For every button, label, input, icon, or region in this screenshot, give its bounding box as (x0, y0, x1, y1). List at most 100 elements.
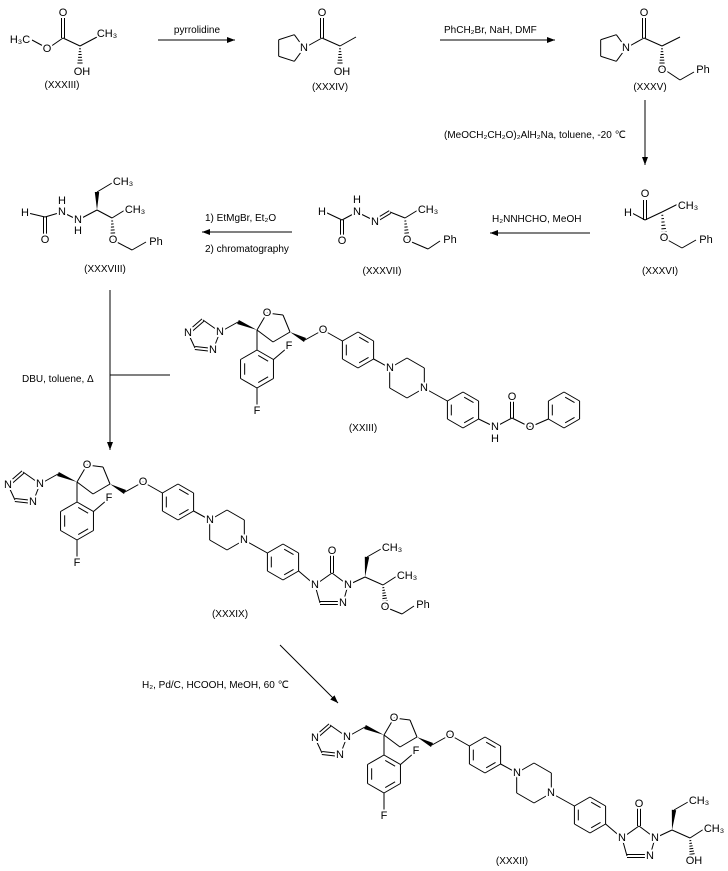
compound-label-xxxiii: (XXXIII) (44, 80, 79, 91)
atom-label-ch3: CH₃ (382, 542, 402, 554)
bond (671, 829, 691, 839)
atom-label-h3c: H₃C (10, 34, 30, 46)
bond (516, 762, 535, 774)
bond (124, 481, 144, 493)
bond (31, 39, 46, 48)
bond (60, 501, 78, 512)
bond (383, 734, 401, 748)
bond (384, 606, 403, 615)
bond (511, 417, 531, 428)
bond (364, 576, 384, 586)
bond (209, 509, 228, 521)
atom-label-n: N (4, 479, 12, 491)
atom-label-n: N (29, 496, 37, 508)
reagent-step6: DBU, toluene, Δ (22, 374, 94, 385)
atom-label-f: F (381, 810, 388, 822)
arrow-step7 (279, 644, 339, 704)
atom-label-o: O (109, 234, 118, 246)
atom-label-o: O (640, 7, 649, 19)
bond (484, 736, 501, 747)
bond (162, 510, 179, 521)
hash-bond (404, 232, 409, 234)
atom-label-ch3: CH₃ (689, 795, 709, 807)
bond (39, 473, 59, 485)
atom-label-n: N (622, 42, 630, 54)
atom-label-h: H (491, 433, 499, 445)
bond (462, 418, 479, 429)
bond (600, 34, 617, 41)
atom-label-f: F (413, 745, 420, 757)
bond (96, 182, 113, 193)
bond (661, 67, 681, 81)
atom-label-n: N (651, 832, 659, 844)
bond (663, 237, 683, 249)
bond (357, 358, 374, 369)
bond (533, 792, 552, 804)
bond (400, 752, 415, 765)
atom-label-ch3: CH₃ (704, 823, 724, 835)
bond (293, 34, 305, 49)
bond (178, 488, 189, 496)
atom-label-o: O (403, 234, 412, 246)
atom-label-f: F (74, 557, 81, 569)
bond (219, 321, 239, 333)
bond (605, 823, 623, 839)
bond (324, 211, 343, 221)
bond (615, 47, 627, 62)
bond (339, 736, 348, 756)
bond (373, 210, 390, 221)
atom-label-n: N (646, 850, 654, 862)
wedge-bond (290, 332, 307, 342)
bond (589, 823, 606, 834)
bond (267, 570, 284, 581)
bond (112, 239, 133, 251)
bond (111, 209, 126, 219)
atom-label-o: O (641, 188, 650, 200)
bond (6, 470, 23, 485)
bond (162, 483, 179, 494)
compound-label-xxxvii: (XXXVII) (363, 266, 402, 277)
atom-label-n: N (339, 597, 347, 609)
atom-label-o: O (318, 7, 327, 19)
bond (339, 36, 357, 47)
atom-label-ch3: CH₃ (418, 204, 438, 216)
atom-label-o: O (139, 476, 148, 488)
bond (389, 211, 406, 219)
atom-label-h: H (74, 225, 82, 237)
bond (298, 570, 316, 586)
wedge-bond (57, 471, 77, 482)
atom-label-n: N (58, 206, 66, 218)
bond (533, 762, 552, 774)
atom-label-h: H (318, 206, 326, 218)
bond (314, 737, 323, 754)
bond (384, 781, 396, 788)
bond (273, 347, 288, 360)
hash-bond (404, 235, 410, 237)
bond (278, 55, 295, 62)
bond (76, 530, 94, 541)
bond (589, 796, 606, 807)
bond (590, 821, 601, 829)
bond (681, 239, 697, 249)
atom-label-ch3: CH₃ (97, 28, 117, 40)
bond (186, 318, 203, 333)
bond (367, 754, 385, 765)
compound-label-xxxiv: (XXXIV) (312, 82, 348, 93)
atom-label-o: O (446, 729, 455, 741)
atom-label-ch3: CH₃ (125, 204, 145, 216)
bond (661, 36, 681, 47)
bond (314, 572, 333, 586)
bond (194, 348, 213, 352)
bond (529, 418, 549, 428)
bond (212, 331, 221, 351)
bond (615, 34, 627, 49)
bond (283, 548, 294, 556)
bond (478, 418, 496, 428)
atom-label-n: N (618, 832, 626, 844)
bond (202, 319, 221, 333)
bond (7, 484, 16, 501)
bond (226, 509, 245, 521)
